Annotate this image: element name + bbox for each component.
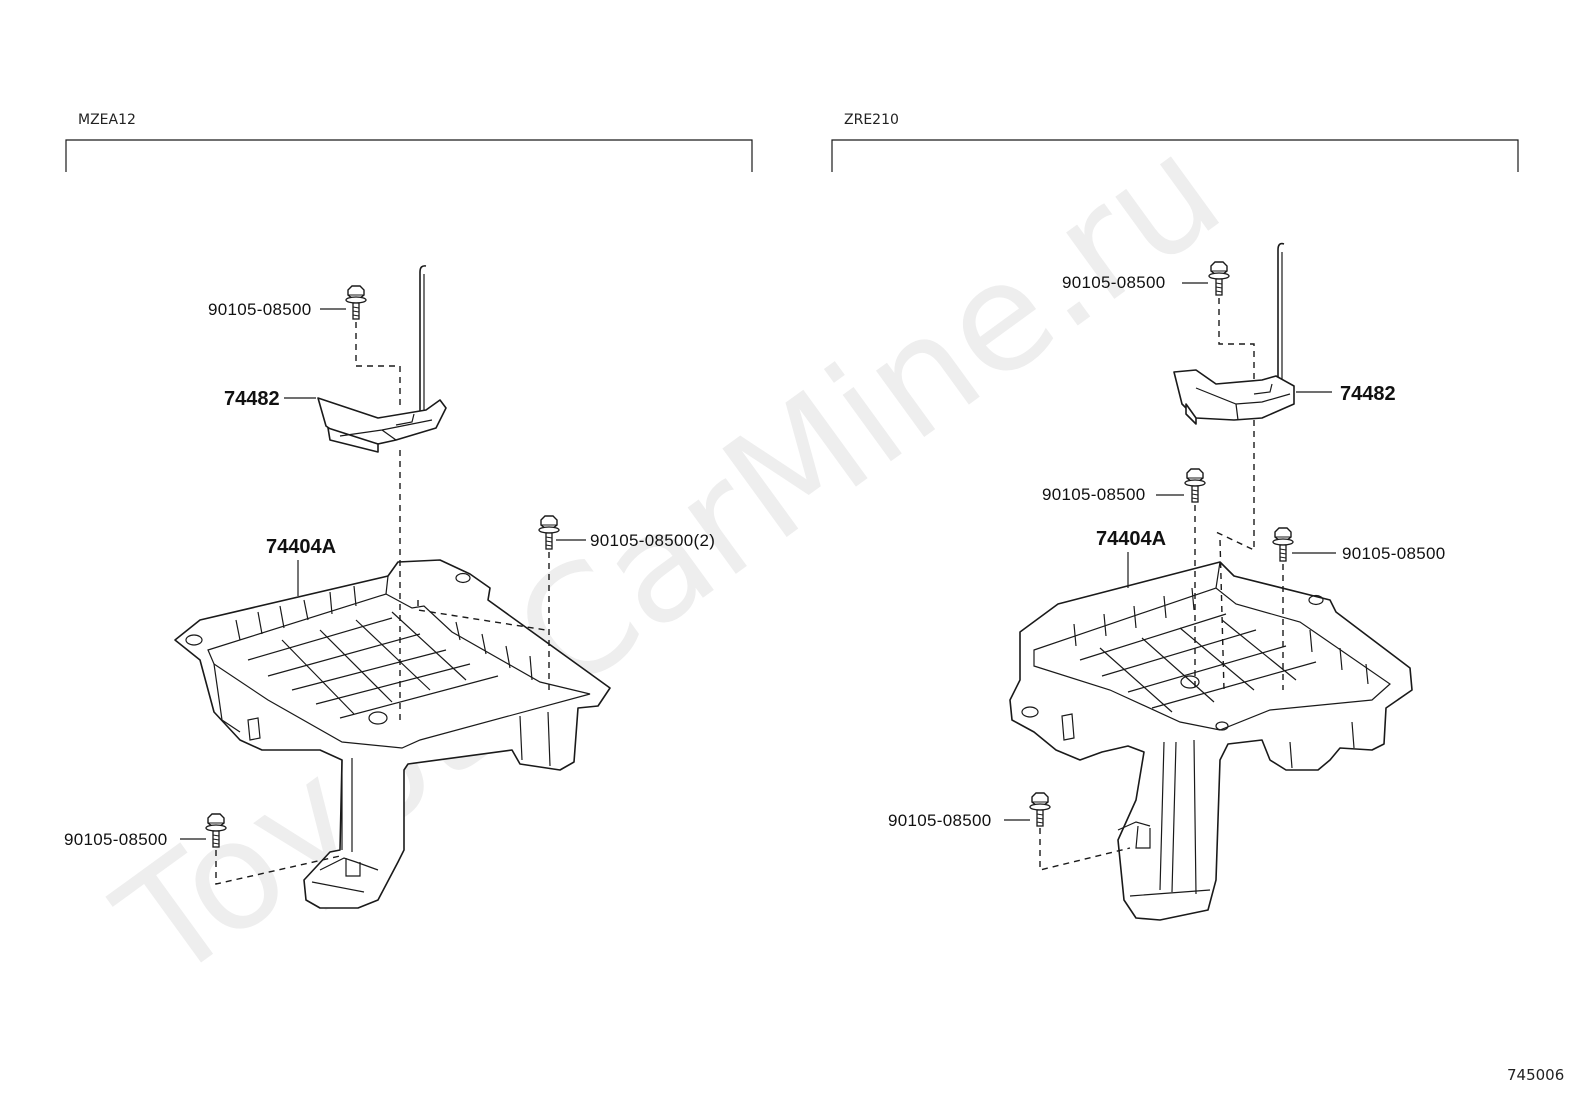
left-variant-label: MZEA12 xyxy=(78,112,136,128)
left-clamp-74482 xyxy=(317,397,447,453)
right-battery-tray-74404A xyxy=(1009,561,1413,921)
left-panel: MZEA12 xyxy=(64,112,753,909)
right-panel: ZRE210 xyxy=(831,112,1519,921)
right-bolt-right xyxy=(1272,527,1294,562)
watermark: ToyotaCarMine.ru xyxy=(88,103,1251,1015)
right-callout-tray: 74404A xyxy=(1096,528,1166,550)
left-battery-tray-74404A xyxy=(174,559,611,909)
left-callout-bolt-right: 90105-08500(2) xyxy=(590,531,715,550)
right-bolt-bottom xyxy=(1029,792,1051,827)
left-callout-bolt-bottom: 90105-08500 xyxy=(64,830,168,849)
right-clamp-74482 xyxy=(1173,369,1295,425)
right-callout-bolt-top: 90105-08500 xyxy=(1062,273,1166,292)
right-callout-bolt-right: 90105-08500 xyxy=(1342,544,1446,563)
left-callout-tray: 74404A xyxy=(266,536,336,558)
right-callout-bolt-mid: 90105-08500 xyxy=(1042,485,1146,504)
right-clamp-rod xyxy=(1277,242,1285,388)
left-callout-bolt-top: 90105-08500 xyxy=(208,300,312,319)
figure-number: 745006 xyxy=(1507,1066,1564,1084)
left-clamp-rod xyxy=(419,265,427,420)
right-callout-bolt-bottom: 90105-08500 xyxy=(888,811,992,830)
right-bolt-mid xyxy=(1184,468,1206,503)
left-bolt-top xyxy=(345,285,367,320)
right-callout-clamp: 74482 xyxy=(1340,383,1396,405)
right-variant-label: ZRE210 xyxy=(844,112,899,128)
right-variant-bracket xyxy=(831,139,1519,172)
right-bolt-top xyxy=(1208,261,1230,296)
left-variant-bracket xyxy=(65,139,753,172)
left-callout-clamp: 74482 xyxy=(224,388,280,410)
